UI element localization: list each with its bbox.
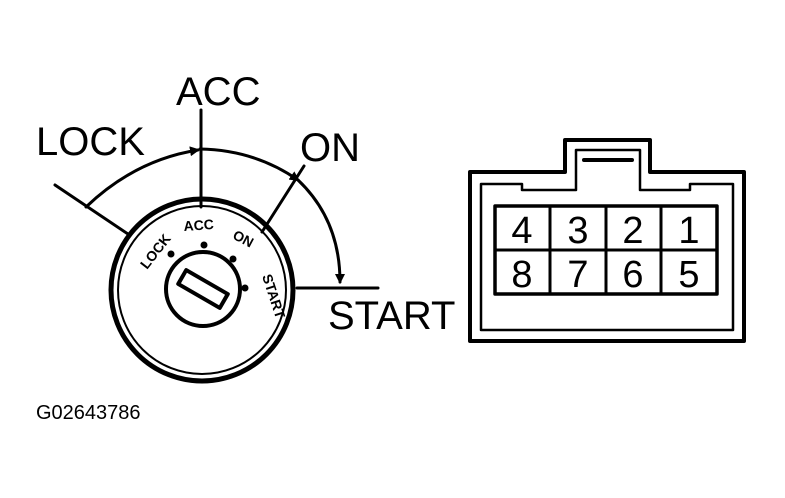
connector-inner-shell (479, 148, 735, 332)
rotation-arc-lock-to-acc (84, 146, 200, 209)
label-lock: LOCK (36, 120, 145, 164)
pin-number: 1 (678, 210, 699, 252)
connector-housing: 4 3 2 1 8 7 6 5 (468, 138, 746, 343)
figure-code: G02643786 (36, 402, 141, 424)
label-start: START (328, 294, 455, 338)
key-cylinder-inner-ring (117, 205, 287, 375)
lock-leader-line (53, 183, 130, 236)
key-barrel (164, 250, 242, 328)
ignition-switch: LOCK ACC ON START LOCK ACC ON START (36, 70, 455, 384)
pin-number: 5 (678, 254, 699, 296)
acc-position-dot (200, 241, 208, 249)
dial-label-on: ON (230, 227, 256, 251)
lock-position-dot (167, 250, 175, 258)
dial-label-lock: LOCK (137, 231, 174, 272)
label-on: ON (300, 126, 360, 170)
pin-number: 4 (511, 210, 532, 252)
key-cylinder-outer-ring (108, 196, 296, 384)
pin-number: 6 (622, 254, 643, 296)
pin-number: 2 (622, 210, 643, 252)
key-slot (176, 268, 230, 310)
connector-outer-shell (468, 138, 746, 343)
on-leader-line (260, 164, 306, 234)
label-acc: ACC (176, 70, 260, 114)
on-position-dot (229, 255, 237, 263)
dial-label-acc: ACC (183, 216, 214, 234)
dial-label-start: START (259, 272, 288, 321)
rotation-arc-on-to-start (296, 178, 345, 284)
pin-number: 8 (511, 254, 532, 296)
start-position-dot (241, 284, 249, 292)
pin-number: 7 (567, 254, 588, 296)
pin-number: 3 (567, 210, 588, 252)
rotation-arc-acc-to-on (198, 147, 300, 182)
